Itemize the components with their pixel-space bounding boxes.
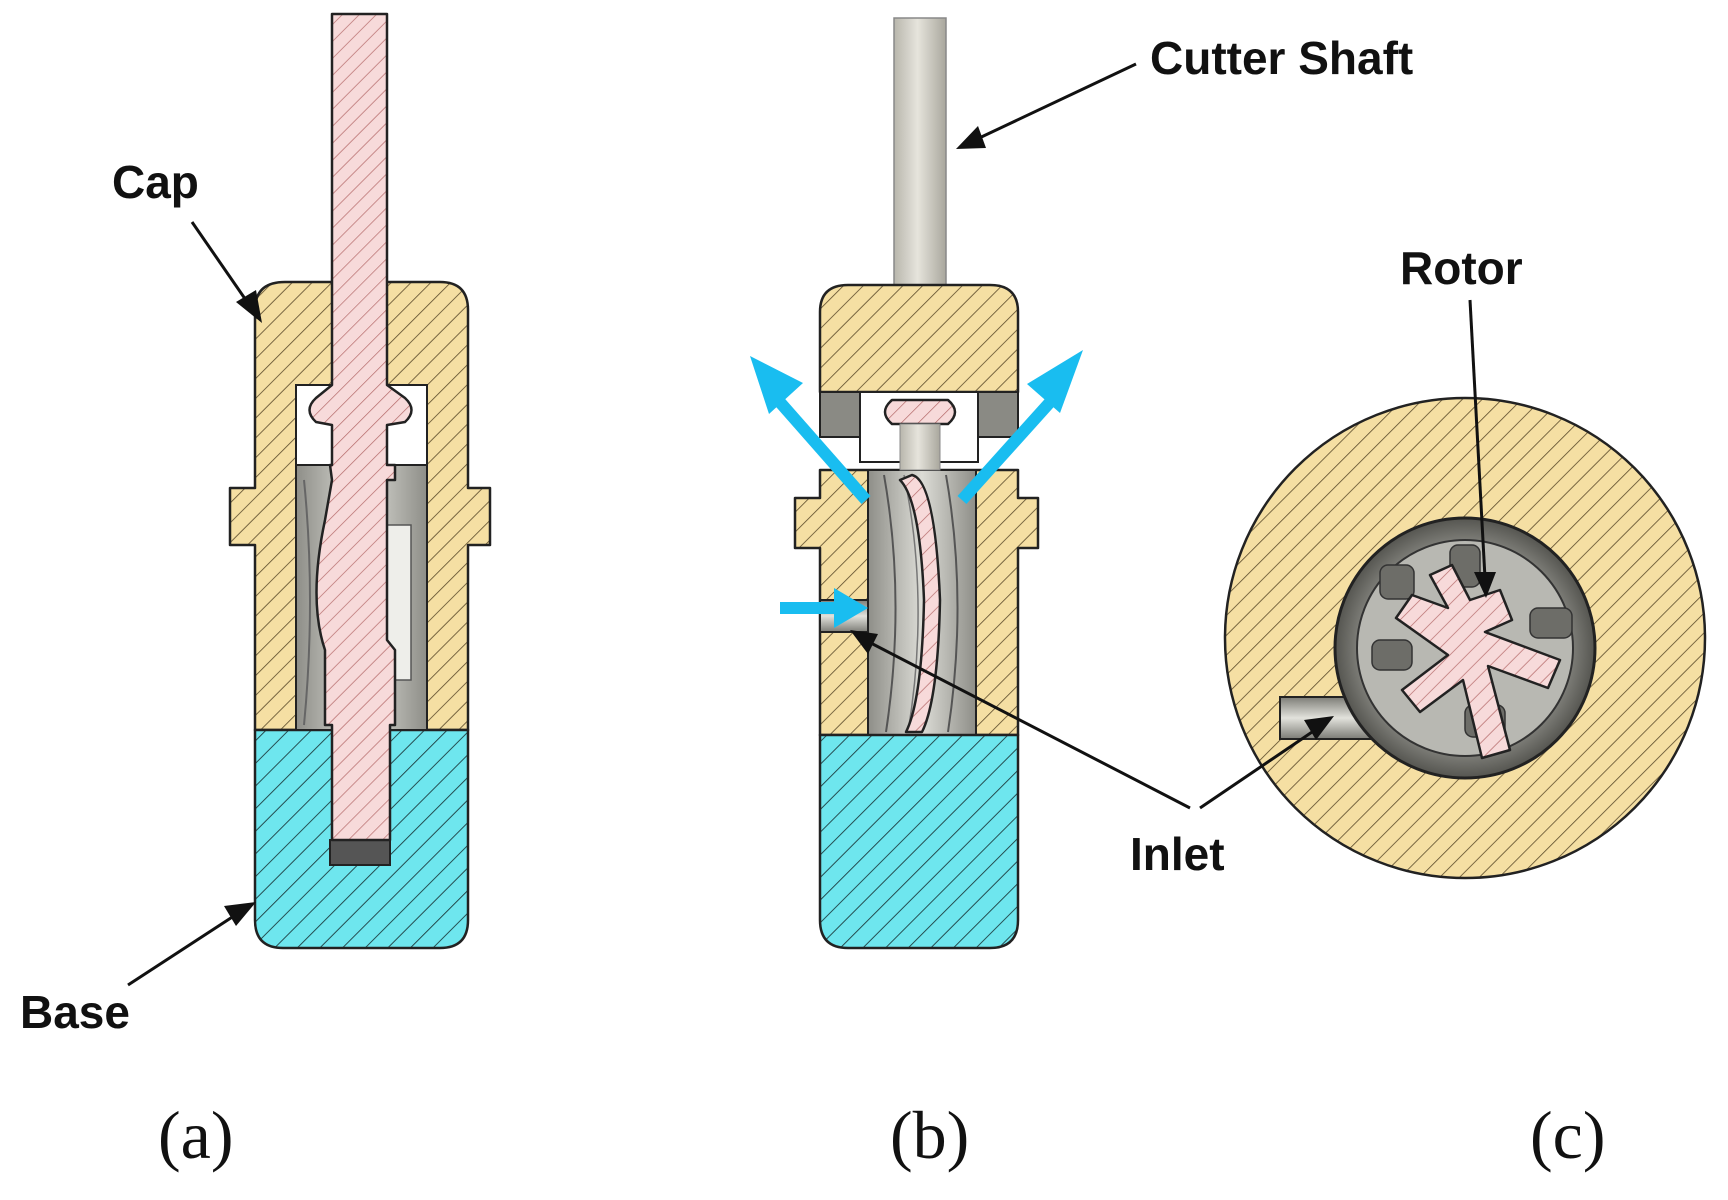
- base-label: Base: [20, 986, 130, 1038]
- rotor-c: [1394, 563, 1562, 760]
- cap-part-b-upper: [818, 283, 1020, 394]
- panel-b-label: (b): [890, 1097, 969, 1173]
- inflow-arrow: [780, 588, 868, 628]
- panel-a-label: (a): [158, 1097, 233, 1173]
- inlet-label: Inlet: [1130, 828, 1225, 880]
- cutter-shaft-a: [308, 12, 413, 842]
- outflow-arrow-left: [750, 356, 871, 504]
- cap-label: Cap: [112, 156, 199, 208]
- panel-c-label: (c): [1530, 1097, 1605, 1173]
- cutter-shaft-b: [893, 17, 947, 289]
- shaft-head-b: [883, 398, 957, 426]
- cutter-shaft-label: Cutter Shaft: [1150, 32, 1413, 84]
- rotor-blade-b: [898, 473, 942, 734]
- panel-c-cross-section: [1223, 396, 1707, 880]
- panel-b-section-view: [750, 17, 1083, 950]
- panel-a-section-view: [228, 12, 492, 950]
- outflow-arrow-right: [957, 350, 1083, 505]
- base-part-b: [818, 733, 1020, 950]
- leader-lines: [127, 62, 1496, 987]
- rotor-label: Rotor: [1400, 242, 1523, 294]
